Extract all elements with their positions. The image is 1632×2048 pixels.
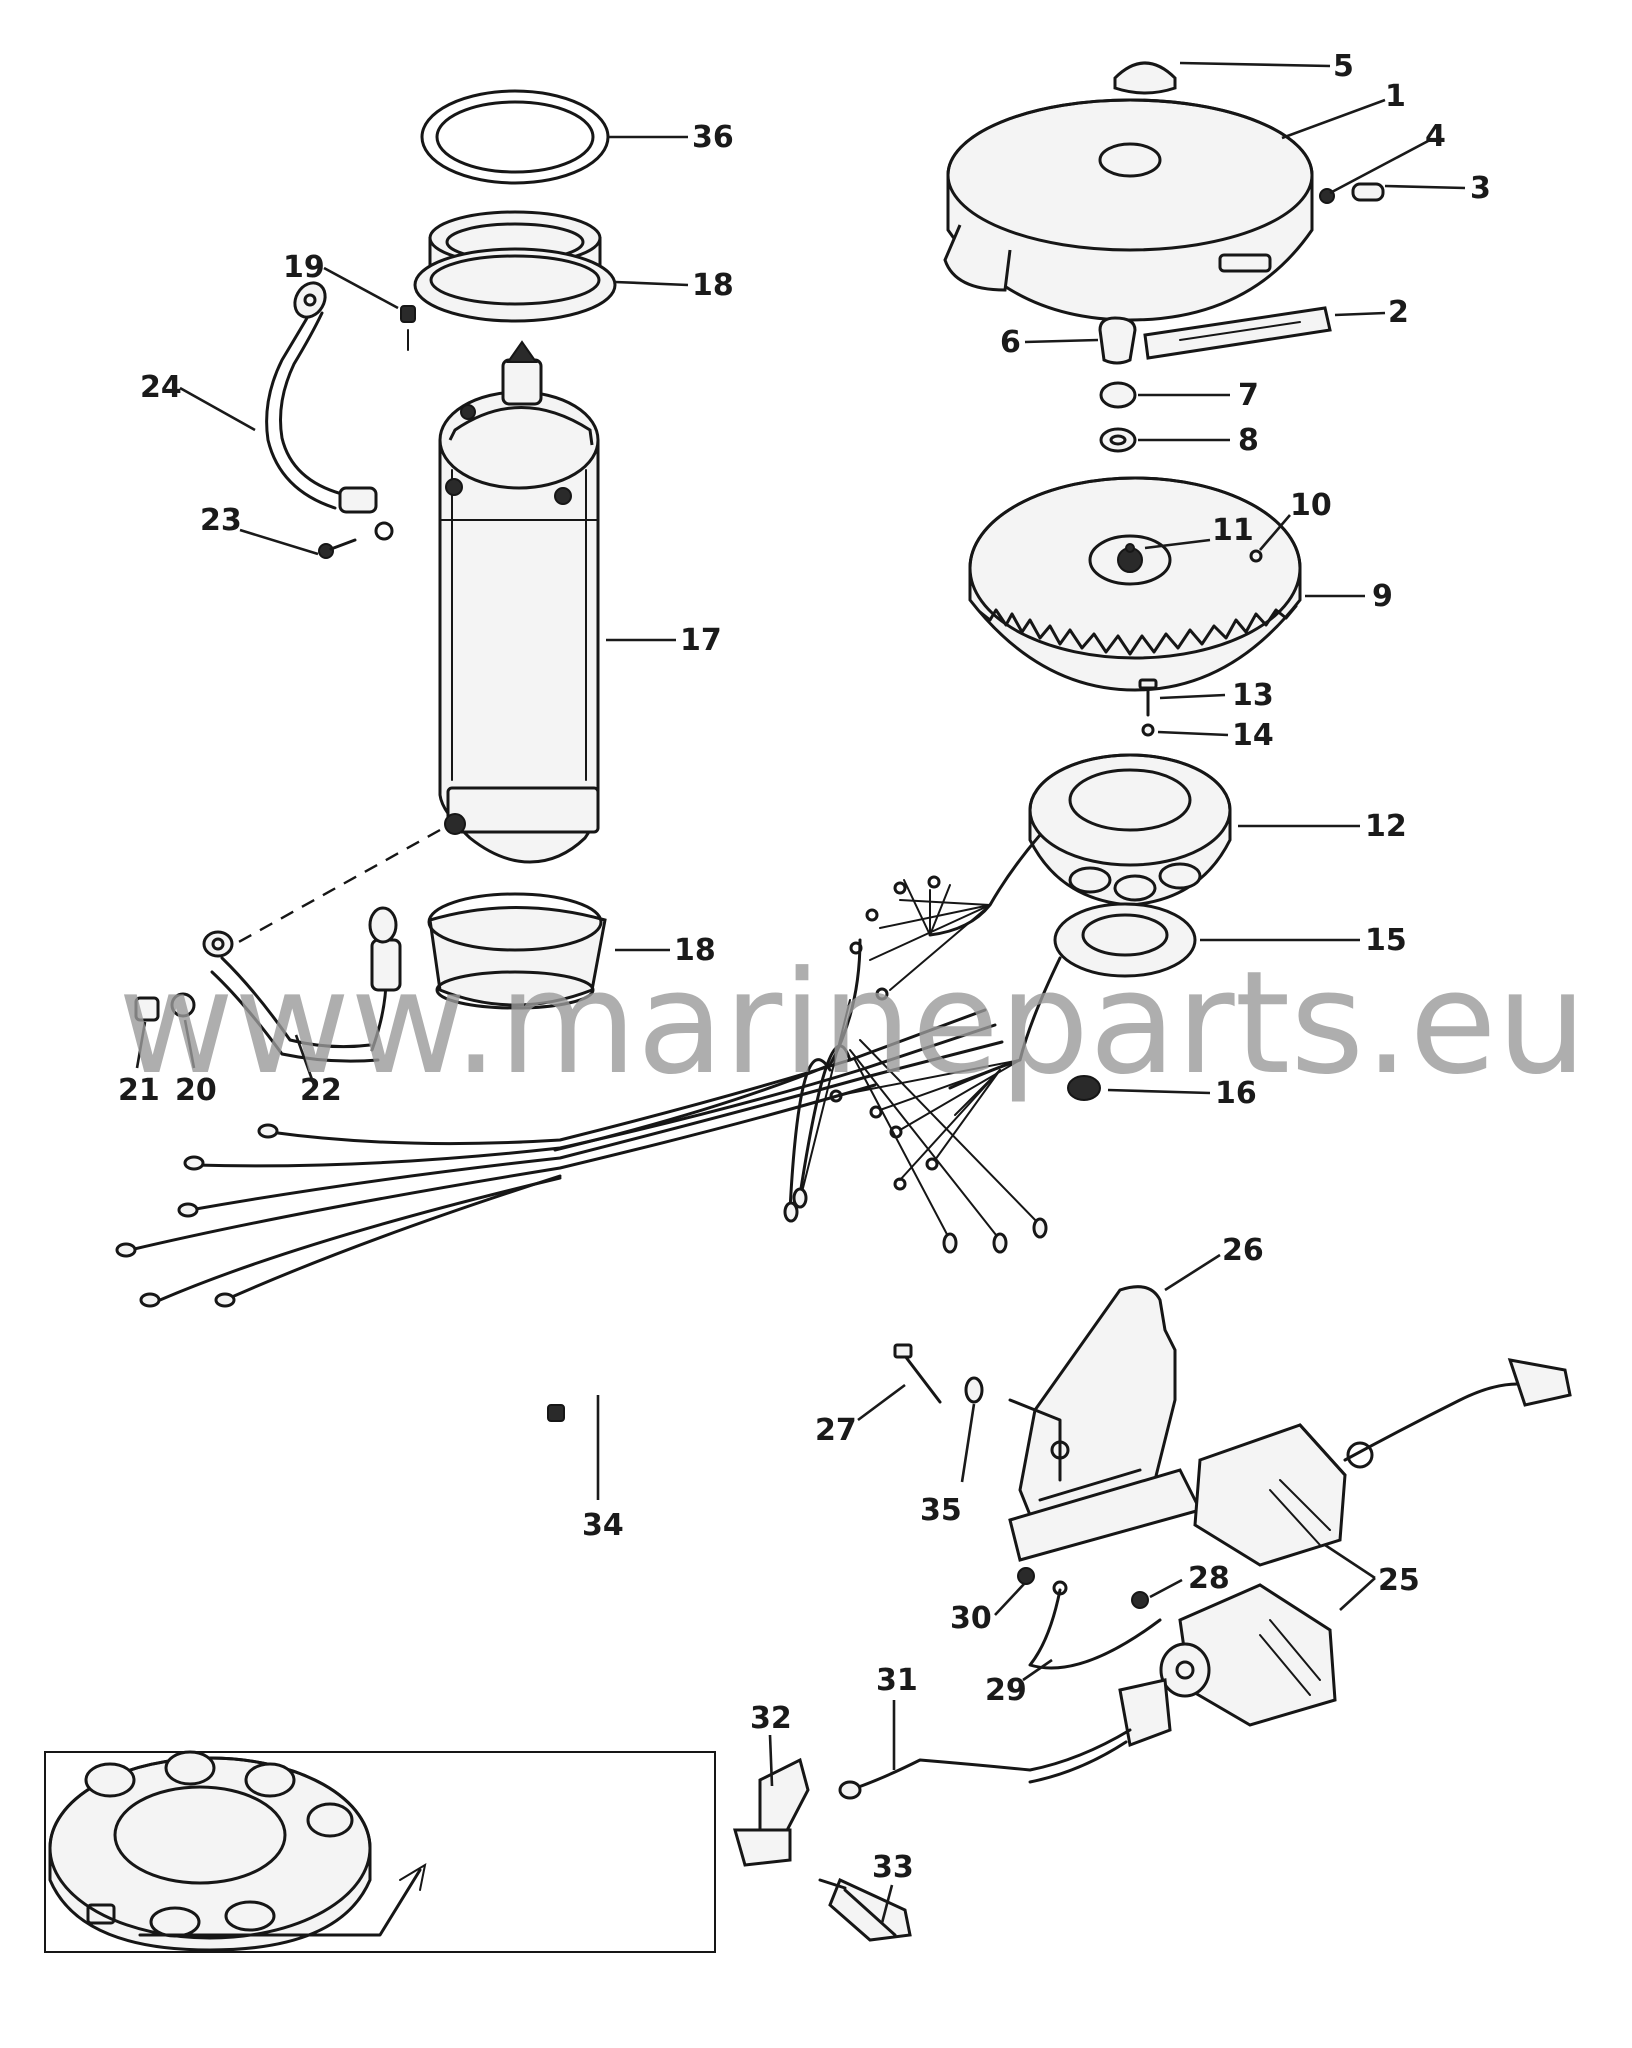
callout-18-lower: 18 (674, 933, 716, 968)
callout-20: 20 (175, 1073, 217, 1108)
callout-31: 31 (876, 1663, 918, 1698)
part-1-flywheel-cover (943, 98, 1314, 322)
part-9-flywheel (968, 476, 1302, 692)
part-21-nut (134, 996, 160, 1022)
part-3-screw (1351, 182, 1385, 202)
part-28-screw (1131, 1591, 1149, 1609)
part-24-positive-cable (265, 281, 394, 541)
part-18-upper-bumper (413, 210, 617, 323)
callout-23: 23 (200, 503, 242, 538)
callout-10: 10 (1290, 488, 1332, 523)
part-7-nut (1099, 381, 1137, 409)
callout-18-upper: 18 (692, 268, 734, 303)
callout-14: 14 (1232, 718, 1274, 753)
part-19-nut (400, 305, 416, 351)
part-35-washer (964, 1376, 984, 1404)
callout-30: 30 (950, 1601, 992, 1636)
part-31-high-tension-lead (838, 1728, 1132, 1800)
callout-17: 17 (680, 623, 722, 658)
part-27-bolt (893, 1343, 942, 1404)
part-25-coil-upper (1193, 1358, 1572, 1567)
part-8-washer (1099, 427, 1137, 453)
callout-13: 13 (1232, 678, 1274, 713)
callout-19: 19 (283, 250, 325, 285)
callout-27: 27 (815, 1413, 857, 1448)
part-23-bolt (318, 538, 357, 559)
callout-29: 29 (985, 1673, 1027, 1708)
part-10-magnet (1249, 549, 1263, 563)
assembly-dash-line (227, 828, 441, 950)
callout-9: 9 (1372, 579, 1393, 614)
callout-7: 7 (1238, 378, 1259, 413)
part-18-lower-bumper (427, 892, 607, 1010)
part-2-decal (1143, 306, 1332, 360)
part-11-key (1125, 543, 1135, 553)
part-33-spark-plug (818, 1877, 912, 1942)
callout-21: 21 (118, 1073, 160, 1108)
part-14-washer (1141, 723, 1155, 737)
part-22-ground-cable (202, 906, 402, 1063)
callout-24: 24 (140, 370, 182, 405)
callout-32: 32 (750, 1701, 792, 1736)
part-5-cap (1113, 61, 1177, 95)
callout-3: 3 (1470, 171, 1491, 206)
callout-15: 15 (1365, 923, 1407, 958)
part-26-bracket (1008, 1285, 1203, 1562)
callout-12: 12 (1365, 809, 1407, 844)
callout-labels: 5 1 4 3 2 6 7 8 10 11 9 13 14 12 15 16 3… (118, 49, 1491, 1885)
part-36-seal-ring (420, 89, 610, 185)
part-29-ground-wire (1028, 1580, 1162, 1670)
part-17-starter-motor (438, 340, 600, 864)
callout-34: 34 (582, 1508, 624, 1543)
part-12-stator (849, 753, 1232, 1001)
callout-5: 5 (1333, 49, 1354, 84)
callout-8: 8 (1238, 423, 1259, 458)
watermark-text: www.marineparts.eu (118, 941, 1587, 1106)
part-34-wiring-harness (115, 938, 1048, 1422)
callout-36: 36 (692, 120, 734, 155)
callout-1: 1 (1385, 79, 1406, 114)
part-30-screw (1017, 1567, 1035, 1585)
part-15-trigger (829, 902, 1197, 1191)
part-13-screw (1138, 678, 1158, 717)
part-20-lockwasher (170, 992, 196, 1018)
callout-4: 4 (1425, 119, 1446, 154)
leader-lines (135, 61, 1466, 1924)
callout-25: 25 (1378, 1563, 1420, 1598)
callout-33: 33 (872, 1850, 914, 1885)
callout-6: 6 (1000, 325, 1021, 360)
callout-28: 28 (1188, 1561, 1230, 1596)
callout-11: 11 (1212, 513, 1254, 548)
part-6-hub (1098, 316, 1137, 365)
callout-16: 16 (1215, 1076, 1257, 1111)
callout-35: 35 (920, 1493, 962, 1528)
callout-2: 2 (1388, 295, 1409, 330)
part-25-coil-lower (1118, 1583, 1337, 1748)
inset-stator-detail (44, 1750, 716, 1953)
callout-22: 22 (300, 1073, 342, 1108)
callout-26: 26 (1222, 1233, 1264, 1268)
